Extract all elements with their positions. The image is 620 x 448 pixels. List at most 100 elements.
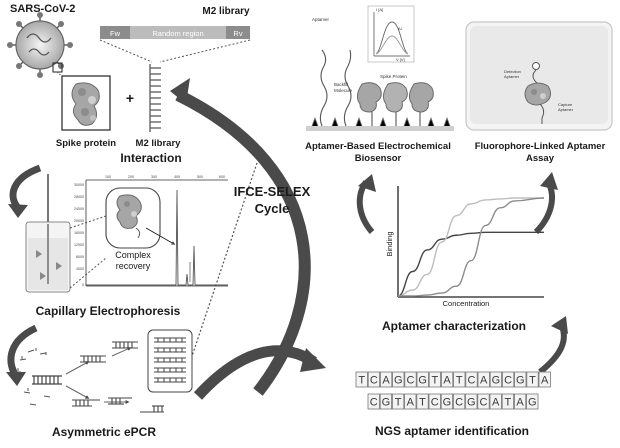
char-series-group [397,197,545,297]
ngs-base-tile [526,371,539,388]
ngs-base-letter: G [394,375,403,387]
ngs-base-letter: C [455,397,463,409]
ngs-base-tile [367,393,380,410]
ngs-base-letter: T [395,397,402,409]
ce-y-tick: 30000 [74,183,84,187]
arrow-char-to-assay-head [540,172,558,190]
spike-protein-icon [71,82,100,126]
ce-y-tick: 0 [82,283,84,287]
electropherogram: 100 200 300 400 500 600 30000 28000 2400… [74,175,228,287]
ngs-base-tile [392,371,405,388]
assay-detection-line1: Detection [504,69,521,74]
ce-x-ticks: 100 200 300 400 500 600 [105,175,225,179]
ngs-base-tile [440,393,454,410]
virus-icon [7,12,73,78]
ngs-base-tile [501,393,515,410]
ngs-base-letter: G [528,397,537,409]
arrow-ce-to-pcr-head [6,372,26,386]
characterization-title: Aptamer characterization [382,319,526,333]
ngs-base-tile [538,371,551,388]
cycle-arrow-main-head [170,78,190,104]
ngs-base-letter: A [480,375,488,387]
ngs-base-tile [501,371,515,388]
ngs-base-letter: G [382,397,391,409]
inset-x-label: V [V] [396,57,405,62]
ngs-base-letter: T [529,375,536,387]
char-y-label: Binding [385,231,394,256]
sensor-title-line2: Biosensor [355,153,402,164]
arrow-interaction-to-ce-head [8,204,28,218]
seq-rv-label: Rv [233,29,242,38]
ngs-base-tile [514,393,527,410]
ngs-base-letter: C [431,397,439,409]
sensor-aptamer-label: Aptamer [312,17,330,22]
library-sequence-bar [100,26,250,39]
binding-curve-series-3 [398,197,545,297]
library-ladder-icon [149,64,161,132]
ngs-base-tile [440,371,454,388]
ngs-base-letter: A [382,375,390,387]
ce-y-tick: 16000 [74,231,84,235]
ngs-title: NGS aptamer identification [375,424,529,438]
cycle-dashed-connector [189,159,259,363]
sensor-backfill-line1: Backfill [334,82,348,87]
ngs-base-tile [489,371,503,388]
interaction-label: Interaction [120,151,181,165]
arrow-char-to-sensor-head [358,174,376,192]
ce-x-tick: 400 [174,175,180,179]
pcr-amplicon-strands [154,337,186,383]
sensor-title-line1: Aptamer-Based Electrochemical [305,141,451,152]
m2-library-label: M2 library [136,138,182,149]
pcr-duplex-icon [32,375,62,385]
ngs-base-tile [404,393,417,410]
capillary-tube-icon [25,174,71,293]
ngs-base-tile [355,371,368,388]
ngs-base-tile [367,371,381,388]
voltammogram-peak-1 [375,21,409,55]
ngs-base-tile [391,393,405,410]
assay-detection-line2: Aptamer [504,74,520,79]
seq-fw-region [100,26,130,39]
assay-well-inner [470,26,608,124]
inset-delta-label: ΔI [398,26,402,31]
pcr-products-icon [72,355,106,407]
ce-y-tick: 20000 [74,219,84,223]
plus-sign: + [126,90,134,106]
ngs-base-tile [526,393,539,410]
ngs-base-tile [489,393,502,410]
ngs-base-letter: T [358,375,365,387]
char-x-label: Concentration [443,299,490,308]
library-title: M2 library [202,6,250,17]
ngs-base-letter: C [504,375,512,387]
ce-x-tick: 300 [151,175,157,179]
arrow-ce-to-pcr [7,324,38,378]
assay-title-line2: Assay [526,153,555,164]
cycle-title-line2: Cycle [255,201,290,216]
cycle-title-line1: IFCE-SELEX [234,184,311,199]
ce-y-tick: 4000 [76,267,84,271]
ngs-base-tile [428,371,442,388]
sensor-backfill-line2: Molecule [334,88,353,93]
ngs-base-tile [379,371,393,388]
ngs-base-letter: A [541,375,549,387]
ngs-base-tile [465,371,478,388]
ce-y-tick: 24000 [74,207,84,211]
ngs-base-letter: A [407,397,415,409]
ngs-base-letter: T [419,397,426,409]
virus-label: SARS-CoV-2 [10,3,75,15]
ngs-base-tile [453,371,466,388]
electrode-surface [306,126,454,131]
arrow-char-to-assay [533,180,555,235]
ngs-base-tile [465,393,478,410]
ngs-base-letter: C [480,397,488,409]
ngs-base-letter: A [443,375,451,387]
pcr-primers-icon [14,348,51,406]
ngs-base-tile [477,393,490,410]
ngs-base-tile [404,371,417,388]
ngs-base-tile [514,371,527,388]
ce-x-tick: 100 [105,175,111,179]
ngs-base-tile [428,393,441,410]
spike-protein-label: Spike protein [56,138,116,149]
